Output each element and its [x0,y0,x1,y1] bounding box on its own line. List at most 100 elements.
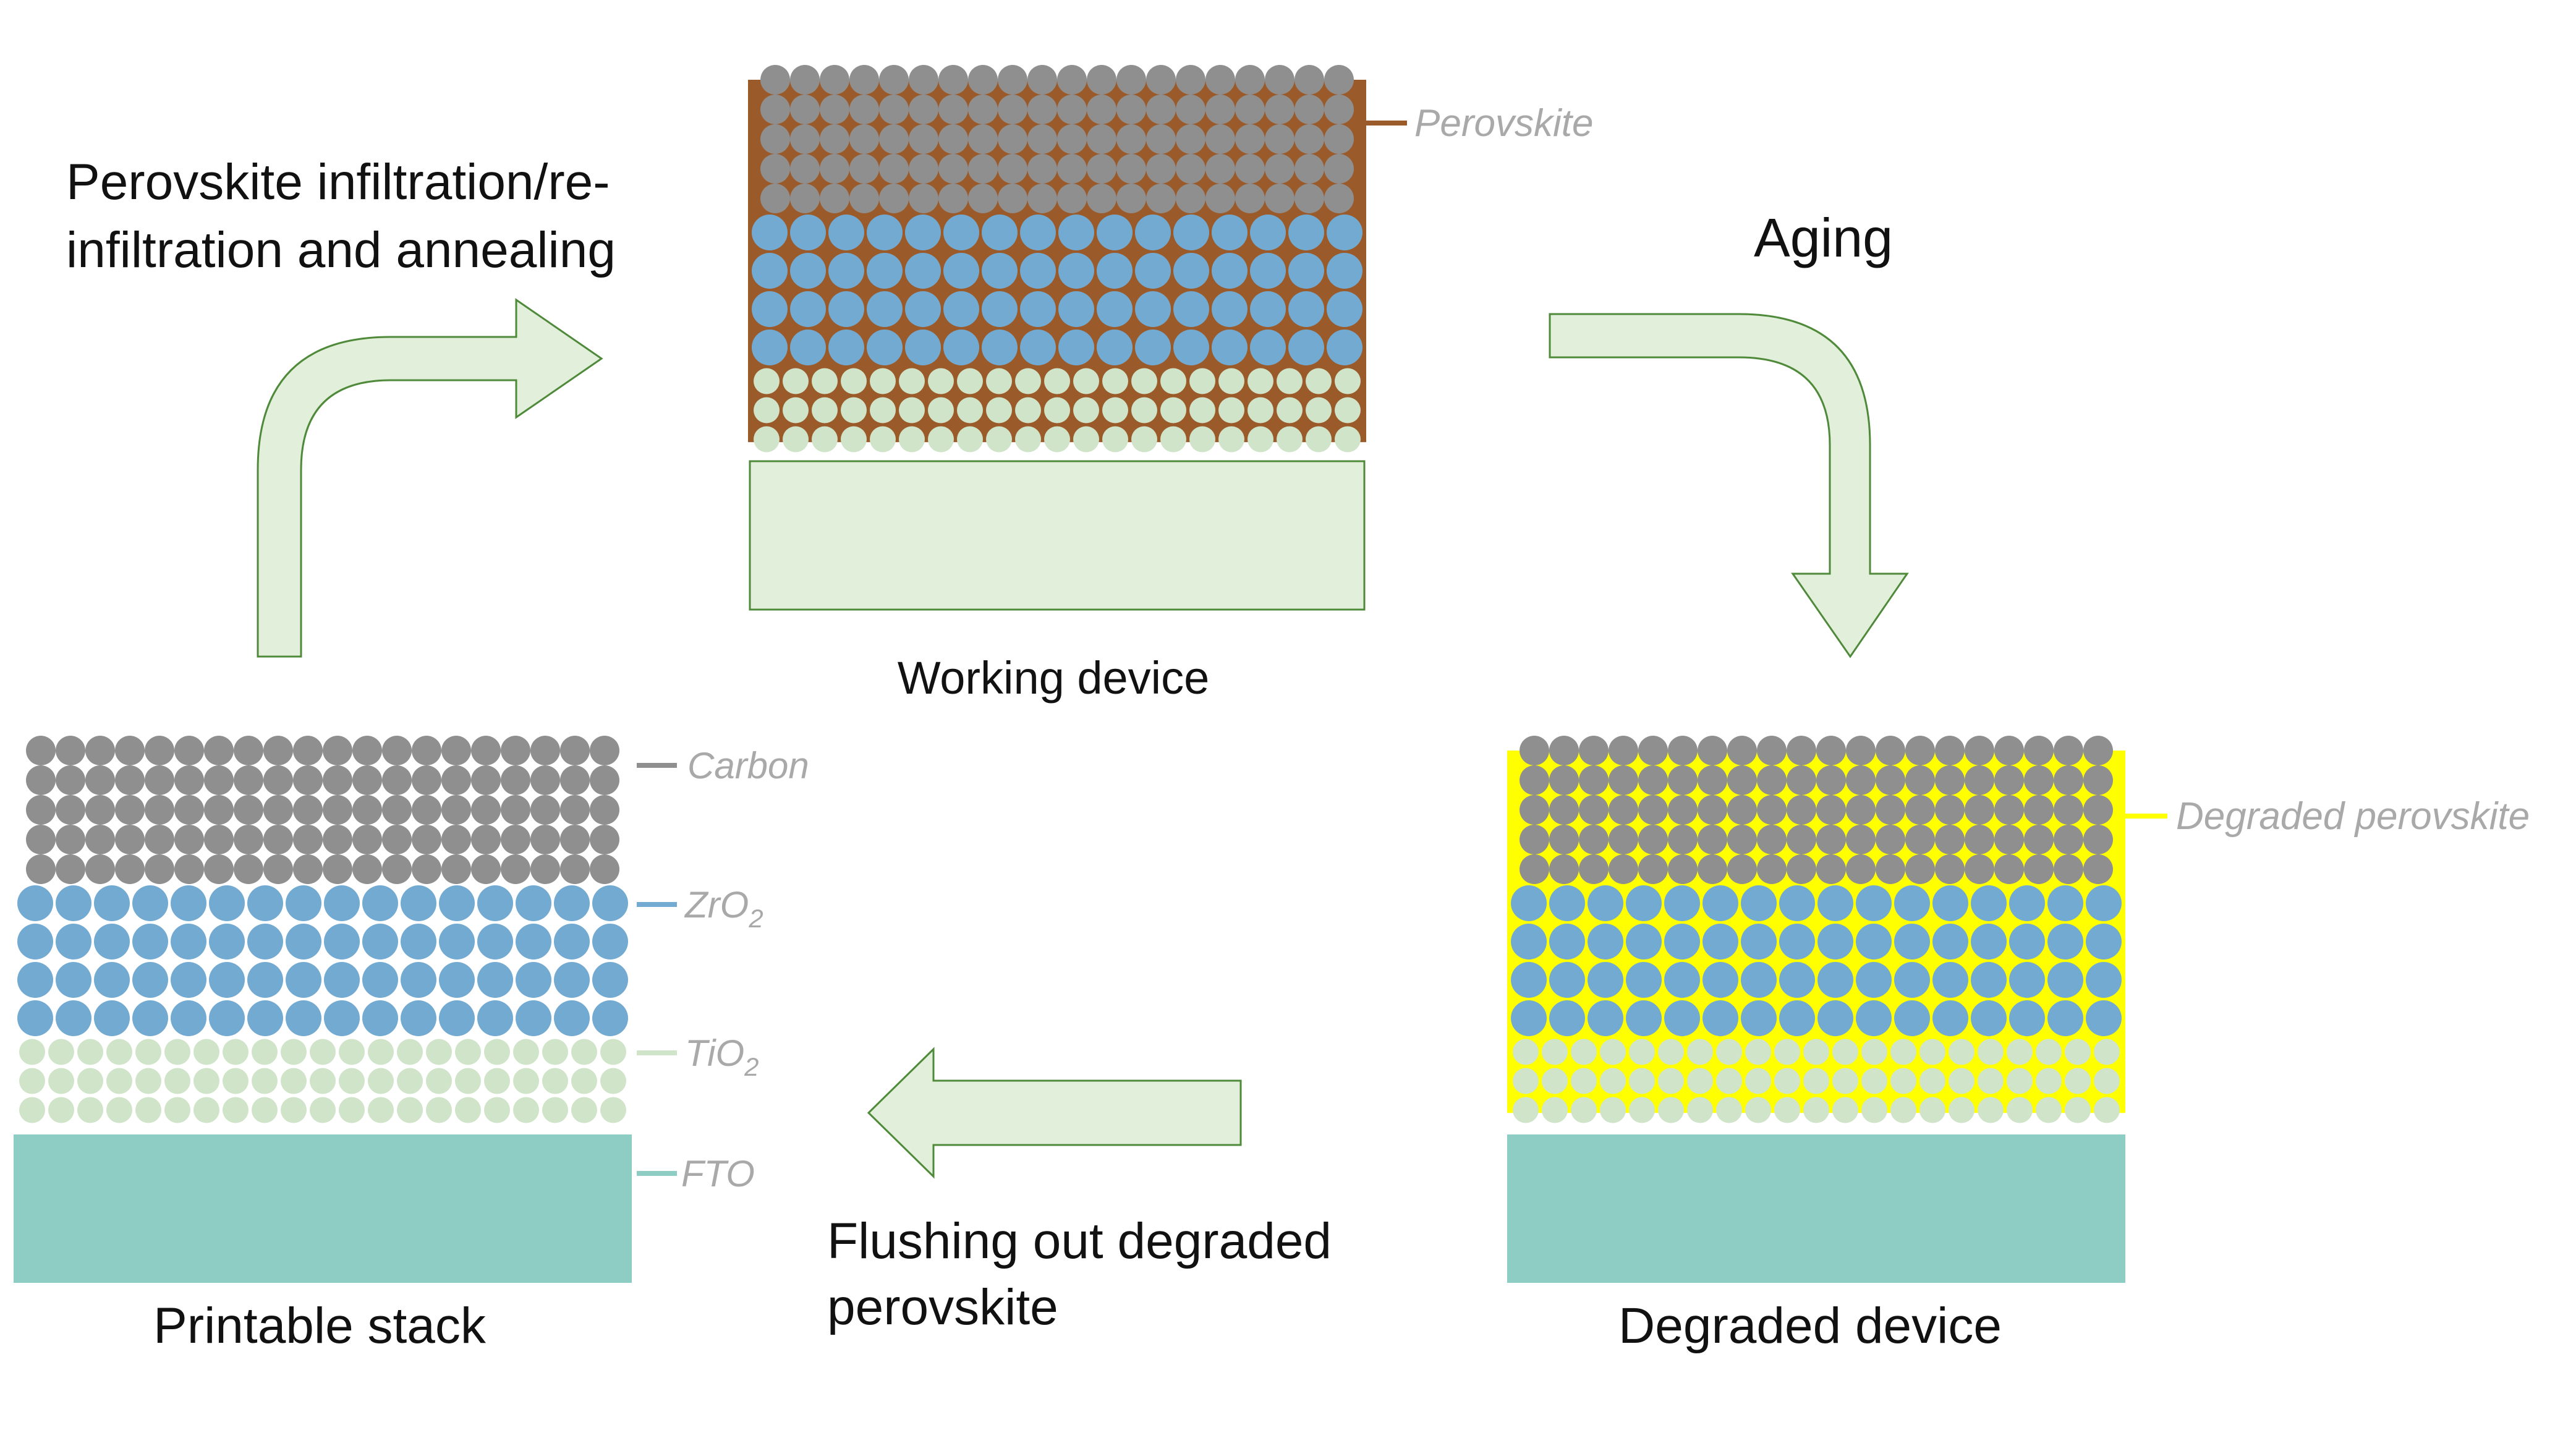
zro2-particle [1173,215,1209,250]
carbon-particle [115,736,145,765]
carbon-particle [204,825,234,854]
carbon-particle [412,854,441,884]
tio2-particle [1248,426,1273,453]
zro2-particle [56,1000,91,1036]
tio2-particle [1160,397,1186,423]
working-device-caption: Working device [898,652,1210,704]
zro2-particle [247,885,283,921]
carbon-particle [1176,95,1205,124]
zro2-particle [1212,253,1248,289]
carbon-particle [1027,95,1057,124]
zro2-particle [1288,253,1324,289]
carbon-particle [1324,124,1354,154]
zro2-particle [324,924,360,960]
tio2-particle [1774,1039,1800,1065]
tio2-particle [1160,426,1186,453]
carbon-particle [760,65,790,95]
zro2-particle [2009,962,2045,998]
tio2-particle [1658,1068,1684,1094]
carbon-particle [909,95,938,124]
carbon-particle [1235,154,1265,184]
tio2-particle [600,1068,626,1094]
carbon-particle [1057,184,1087,213]
zro2-particle [17,962,53,998]
carbon-particle [2054,736,2083,765]
zro2-particle [1664,962,1700,998]
carbon-particle [1294,65,1324,95]
tio2-particle [812,368,838,394]
carbon-particle [1965,854,1994,884]
carbon-particle [441,854,471,884]
carbon-particle [145,825,174,854]
carbon-particle [1965,765,1994,795]
carbon-particle [1176,184,1205,213]
carbon-particle [234,795,263,825]
carbon-particle [1520,854,1549,884]
carbon-particle [2024,795,2054,825]
zro2-particle [2047,1000,2083,1036]
tio2-particle [1306,426,1332,453]
tio2-particle [841,426,867,453]
tio2-particle [106,1068,132,1094]
zro2-particle [1288,215,1324,250]
carbon-particle [56,736,85,765]
zro2-particle [1856,962,1892,998]
carbon-particle [293,854,323,884]
zro2-particle [1741,924,1777,960]
zro2-particle [56,924,91,960]
flushing-step-line2: perovskite [827,1279,1058,1335]
zro2-particle [1135,291,1171,327]
zro2-particle [867,291,903,327]
carbon-particle [1876,765,1905,795]
zro2-particle [401,962,436,998]
carbon-particle [2024,765,2054,795]
carbon-particle [26,765,56,795]
carbon-particle [1027,65,1057,95]
carbon-particle [998,154,1027,184]
carbon-particle [909,124,938,154]
tio2-particle [542,1068,568,1094]
zro2-particle [943,215,979,250]
carbon-particle [590,765,619,795]
zro2-particle [982,253,1018,289]
carbon-particle [1176,154,1205,184]
carbon-particle [1146,65,1176,95]
zro2-particle [790,330,826,365]
carbon-particle [85,825,115,854]
tio2-particle [1160,368,1186,394]
working-device-stack [748,65,1366,611]
tio2-particle [513,1039,539,1065]
zro2-particle [943,330,979,365]
carbon-particle [1698,854,1727,884]
zro2-particle [1932,962,1968,998]
carbon-particle [1876,736,1905,765]
carbon-particle [849,124,879,154]
carbon-particle [1905,854,1935,884]
carbon-particle [85,736,115,765]
tio2-particle [339,1068,365,1094]
tio2-particle [1600,1097,1626,1123]
carbon-particle [471,795,501,825]
carbon-particle [2054,795,2083,825]
zro2-particle [1135,253,1171,289]
zro2-particle [209,962,245,998]
tio2-particle [986,397,1012,423]
carbon-particle [1757,825,1787,854]
zro2-particle [2009,1000,2045,1036]
tio2-particle [455,1097,481,1123]
carbon-particle [820,184,849,213]
zro2-particle [1212,330,1248,365]
carbon-particle [1994,736,2024,765]
carbon-particle [1935,765,1965,795]
zro2-particle [1932,924,1968,960]
tio2-particle [397,1097,423,1123]
carbon-particle [352,765,382,795]
carbon-particle [1935,854,1965,884]
carbon-particle [412,736,441,765]
carbon-particle [1235,184,1265,213]
zro2-particle [56,885,91,921]
zro2-particle [401,1000,436,1036]
carbon-particle [1520,736,1549,765]
tio2-particle [2007,1039,2033,1065]
infiltration-step-line2: infiltration and annealing [66,222,616,278]
